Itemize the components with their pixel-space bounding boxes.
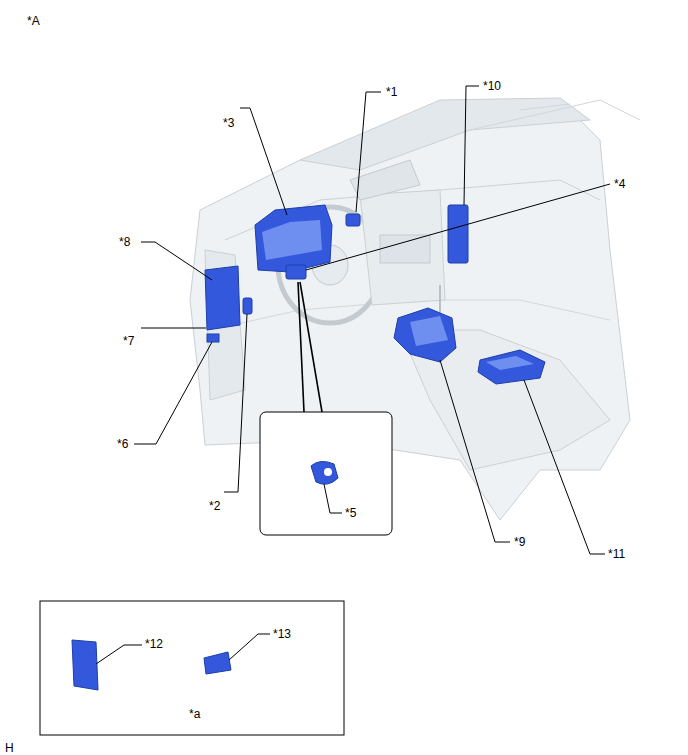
- callout-number: *4: [613, 177, 626, 191]
- callout-number: *a: [188, 707, 201, 721]
- callout-number: *A: [26, 14, 41, 28]
- callout-number: *5: [344, 506, 357, 520]
- callout-number: *1: [385, 85, 398, 99]
- inset-box: *5: [260, 412, 392, 535]
- callout-number: H: [4, 741, 15, 755]
- callout-number: *8: [118, 235, 131, 249]
- callout-number: *6: [116, 437, 129, 451]
- callout-number: *11: [607, 547, 626, 561]
- callout-number: *13: [272, 627, 292, 641]
- callout-number: *12: [144, 637, 164, 651]
- callout-number: *9: [513, 535, 526, 549]
- inset-box: *12 *13 *a: [40, 601, 344, 735]
- callout-number: *2: [208, 499, 221, 513]
- callout-number: *3: [222, 116, 235, 130]
- callout-number: *7: [122, 334, 135, 348]
- callout-number: *10: [482, 79, 502, 93]
